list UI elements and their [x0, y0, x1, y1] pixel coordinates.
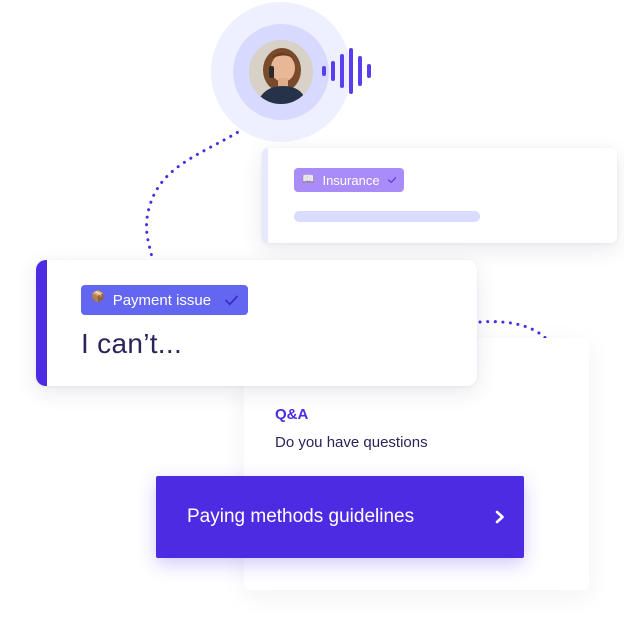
payment-issue-tag-label: Payment issue: [112, 291, 212, 309]
payment-issue-tag[interactable]: 📦 Payment issue: [81, 285, 248, 315]
qa-subtitle: Do you have questions: [275, 434, 428, 451]
caller-avatar: [249, 40, 313, 104]
insurance-card: [262, 148, 617, 243]
qa-title: Q&A: [275, 406, 309, 423]
connector-avatar-to-payment: [145, 108, 270, 260]
check-icon: [387, 176, 396, 184]
insurance-tag-label: Insurance: [322, 172, 380, 188]
insurance-placeholder-bar: [294, 211, 480, 222]
person-avatar-icon: [249, 40, 313, 104]
customer-message: I can’t...: [81, 328, 183, 359]
book-icon: 📖: [302, 174, 315, 185]
package-icon: 📦: [91, 290, 105, 303]
chevron-right-icon: [495, 510, 504, 524]
cta-label: Paying methods guidelines: [187, 506, 415, 527]
sound-wave-icon: [322, 48, 371, 94]
check-icon: [225, 295, 238, 305]
insurance-tag[interactable]: 📖 Insurance: [294, 168, 404, 192]
paying-methods-guidelines-button[interactable]: Paying methods guidelines: [156, 476, 524, 558]
payment-issue-card: [36, 260, 477, 386]
